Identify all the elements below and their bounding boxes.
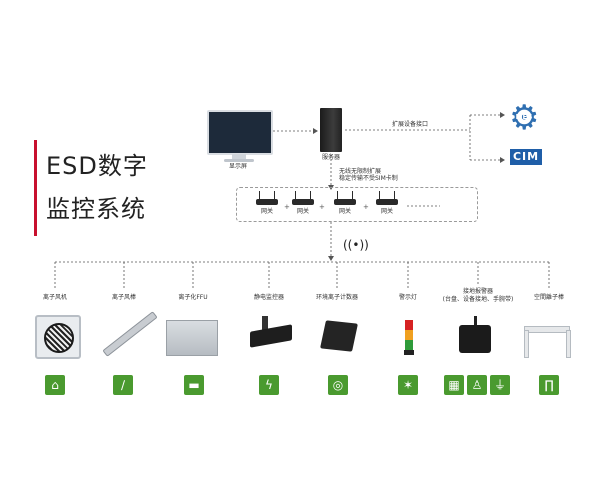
page-title-line2: 监控系统: [46, 195, 146, 223]
signal-tower-yellow: [405, 330, 413, 340]
grid-icon: ▦: [444, 375, 464, 395]
space-ion-bar-top: [524, 326, 570, 333]
space-ion-bar-right: [566, 330, 571, 358]
space-ion-bar-left: [524, 330, 529, 358]
router-label: 网关: [338, 208, 351, 215]
device-label: 离子风棒: [111, 294, 136, 301]
device-label: 离子化FFU: [178, 294, 208, 301]
shoe-icon: ▬: [184, 375, 204, 395]
device-label: 离子风机: [42, 294, 67, 301]
ion-counter-image: [320, 320, 358, 352]
sensor-arm: [262, 316, 268, 330]
router-label: 网关: [296, 208, 309, 215]
page-title-line1: ESD数字: [46, 152, 148, 180]
mes-gear-icon: ⚙: [509, 98, 540, 138]
house-icon: ⌂: [45, 375, 65, 395]
device-sublabel: (台盘、设备接地、手腕带): [442, 296, 514, 303]
gate-icon: ∏: [539, 375, 559, 395]
signal-tower-red: [405, 320, 413, 330]
router-label: 网关: [380, 208, 393, 215]
sensor-icon: ◎: [328, 375, 348, 395]
title-accent-bar: [34, 140, 37, 236]
network-note-2: 稳定传输不受SIM卡制: [339, 175, 398, 182]
svg-text:+: +: [284, 203, 290, 211]
router-icon: [256, 191, 278, 205]
signal-tower-green: [405, 340, 413, 350]
wireless-icon: ((•)): [343, 238, 369, 252]
device-label: 警示灯: [398, 294, 417, 301]
monitor-stand: [232, 154, 246, 160]
ground-icon: ⏚: [490, 375, 510, 395]
svg-text:+: +: [363, 203, 369, 211]
device-label: 环境离子计数器: [315, 294, 358, 301]
gateway-group: [236, 187, 478, 222]
display-label: 显示屏: [228, 163, 247, 170]
cim-label: CIM: [510, 149, 542, 165]
router-icon: [292, 191, 314, 205]
alarm-light-icon: ✶: [398, 375, 418, 395]
device-label: 静电监控器: [253, 294, 284, 301]
router-icon: [376, 191, 398, 205]
rod-icon: ∕: [113, 375, 133, 395]
router-label: 网关: [260, 208, 273, 215]
ground-alarm-image: [459, 325, 491, 353]
svg-text:+: +: [319, 203, 325, 211]
alarm-antenna: [474, 316, 477, 326]
ionizing-ffu-image: [166, 320, 218, 356]
monitor-base: [224, 159, 254, 162]
ion-fan-image: [35, 315, 81, 359]
expand-interface-label: 扩展设备接口: [392, 121, 429, 128]
device-label: 接地报警器: [462, 288, 493, 295]
signal-tower-base: [404, 350, 414, 355]
monitor-icon: [207, 110, 273, 155]
server-icon: [320, 108, 342, 152]
network-note-1: 无线无限制扩展: [339, 168, 382, 175]
person-icon: ♙: [467, 375, 487, 395]
mes-label: MES: [515, 113, 533, 121]
server-label: 服务器: [321, 154, 340, 161]
router-icon: [334, 191, 356, 205]
device-label: 空間離子棒: [533, 294, 564, 301]
bolt-icon: ϟ: [259, 375, 279, 395]
